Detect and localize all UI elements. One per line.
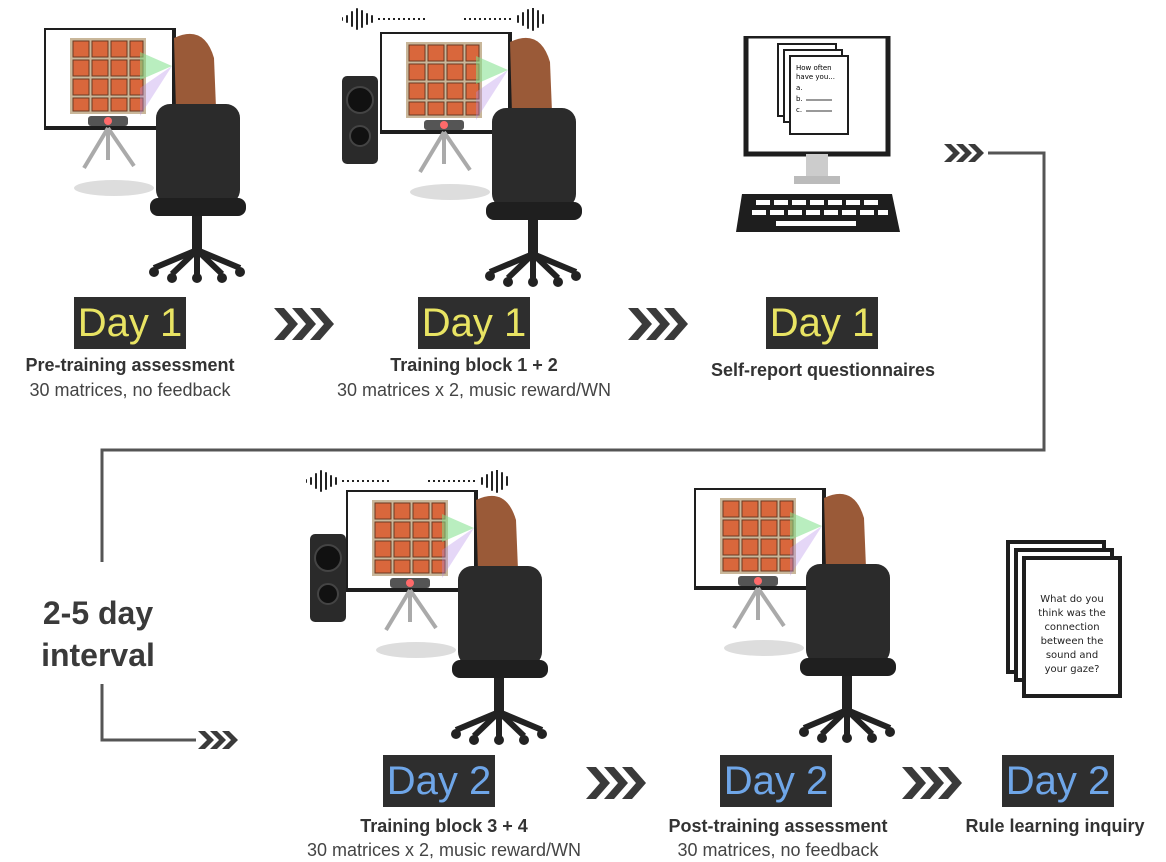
- stage-subtitle-1: 30 matrices, no feedback: [29, 380, 231, 400]
- inquiry-line-5: sound and: [1046, 650, 1098, 661]
- interval-line-1: 2-5 day: [42, 595, 154, 631]
- scene-inquiry: What do you think was the connection bet…: [1006, 540, 1122, 698]
- day-badge-3: Day 1: [766, 297, 878, 349]
- scene-post-training: [694, 488, 914, 748]
- stage-title-6: Rule learning inquiry: [965, 816, 1145, 836]
- interval-line-2: interval: [41, 637, 155, 673]
- stage-title-2: Training block 1 + 2: [390, 355, 558, 375]
- stage-title-1: Pre-training assessment: [25, 355, 235, 375]
- day-badge-1: Day 1: [74, 297, 186, 349]
- inquiry-line-6: your gaze?: [1045, 664, 1100, 675]
- questionnaire-line-2: have you...: [796, 73, 835, 81]
- chevron-arrow-icon: [586, 767, 646, 799]
- day-badge-2: Day 1: [418, 297, 530, 349]
- scene-questionnaire: How often have you... a. b. c.: [736, 36, 900, 232]
- chevron-small-icon: [198, 731, 238, 749]
- day-badge-5: Day 2: [720, 755, 832, 807]
- inquiry-line-4: between the: [1041, 636, 1104, 647]
- questionnaire-option-b: b.: [796, 95, 803, 103]
- inquiry-line-3: connection: [1044, 622, 1099, 633]
- questionnaire-line-1: How often: [796, 64, 832, 72]
- day-badge-4: Day 2: [383, 755, 495, 807]
- chevron-arrow-icon: [902, 767, 962, 799]
- stage-title-5: Post-training assessment: [668, 816, 888, 836]
- stage-subtitle-4: 30 matrices x 2, music reward/WN: [306, 840, 582, 860]
- stage-subtitle-2: 30 matrices x 2, music reward/WN: [336, 380, 612, 400]
- stage-subtitle-5: 30 matrices, no feedback: [677, 840, 879, 860]
- chevron-small-icon: [944, 144, 984, 162]
- day-badge-6: Day 2: [1002, 755, 1114, 807]
- inquiry-line-2: think was the: [1038, 608, 1105, 619]
- stage-title-4: Training block 3 + 4: [360, 816, 528, 836]
- speaker-icon: [310, 534, 347, 623]
- questionnaire-option-c: c.: [796, 106, 802, 114]
- scene-training-2: [346, 490, 566, 750]
- questionnaire-option-a: a.: [796, 84, 803, 92]
- interval-label: 2-5 day interval: [8, 592, 188, 676]
- stage-title-3: Self-report questionnaires: [710, 360, 936, 380]
- inquiry-line-1: What do you: [1040, 594, 1103, 605]
